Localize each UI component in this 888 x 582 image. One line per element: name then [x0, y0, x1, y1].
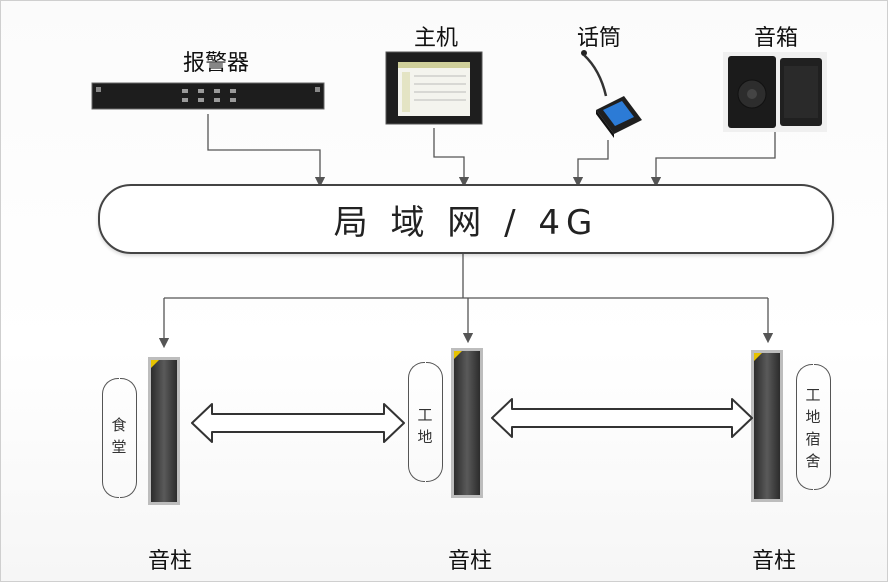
- bracket-dorm-right: [814, 364, 831, 490]
- network-label: 局 域 网 / 4G: [333, 202, 599, 243]
- column-left-label: 音柱: [147, 549, 193, 574]
- mic-label: 话筒: [576, 26, 622, 51]
- speaker-device-icon: [723, 52, 827, 132]
- column-speaker-left: [148, 357, 180, 505]
- alarm-label: 报警器: [182, 51, 250, 76]
- double-arrow-right: [491, 398, 753, 438]
- zone-canteen-label: 食堂: [111, 416, 127, 456]
- column-speaker-right: [751, 350, 783, 502]
- microphone-device-icon: [581, 50, 642, 138]
- zone-dorm-label: 工地宿舍: [805, 386, 821, 470]
- host-device-icon: [385, 51, 483, 125]
- column-middle-label: 音柱: [447, 549, 493, 574]
- column-speaker-middle: [451, 348, 483, 498]
- zone-site-label: 工地: [417, 406, 433, 446]
- column-right-label: 音柱: [751, 549, 797, 574]
- network-node: 局 域 网 / 4G: [98, 184, 834, 254]
- upper-connections: [207, 114, 776, 188]
- double-arrow-left: [191, 403, 405, 443]
- lower-connections: [158, 250, 774, 349]
- bracket-canteen-right: [120, 378, 137, 498]
- bracket-site-right: [426, 362, 443, 482]
- speaker-label: 音箱: [753, 26, 799, 51]
- host-label: 主机: [413, 26, 459, 51]
- alarm-device-icon: [91, 82, 325, 110]
